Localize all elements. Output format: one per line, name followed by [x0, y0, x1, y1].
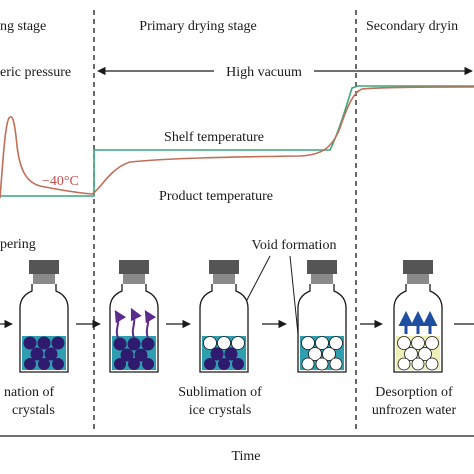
time-axis-label: Time: [231, 449, 260, 464]
caption-freezing-line2: crystals: [12, 403, 55, 418]
caption-desorption-line2: unfrozen water: [372, 403, 457, 418]
void-formation-label: Void formation: [252, 238, 337, 253]
vial-frozen: [19, 260, 69, 373]
product-temperature-curve: [0, 86, 474, 199]
tempering-label: pering: [0, 237, 36, 252]
void-pointer-2: [289, 255, 299, 335]
caption-sublimation-line2: ice crystals: [189, 403, 252, 418]
product-temperature-label: Product temperature: [159, 189, 273, 204]
vial-voids: [297, 260, 347, 373]
caption-sublimation-line1: Sublimation of: [178, 385, 262, 400]
high-vacuum-label: High vacuum: [226, 65, 302, 80]
stage-title-secondary: Secondary dryin: [366, 19, 458, 34]
shelf-temperature-label: Shelf temperature: [164, 130, 264, 145]
atmospheric-pressure-label: eric pressure: [0, 65, 71, 80]
stage-title-primary: Primary drying stage: [139, 19, 256, 34]
caption-desorption-line1: Desorption of: [375, 385, 453, 400]
vial-desorption: [393, 260, 443, 373]
vial-sublimation-voids: [199, 260, 249, 373]
stage-title-freezing: ng stage: [0, 19, 46, 34]
vial-sublimation-start: [109, 260, 159, 373]
minus-40-label: −40°C: [42, 174, 79, 189]
caption-freezing-line1: nation of: [4, 385, 54, 400]
